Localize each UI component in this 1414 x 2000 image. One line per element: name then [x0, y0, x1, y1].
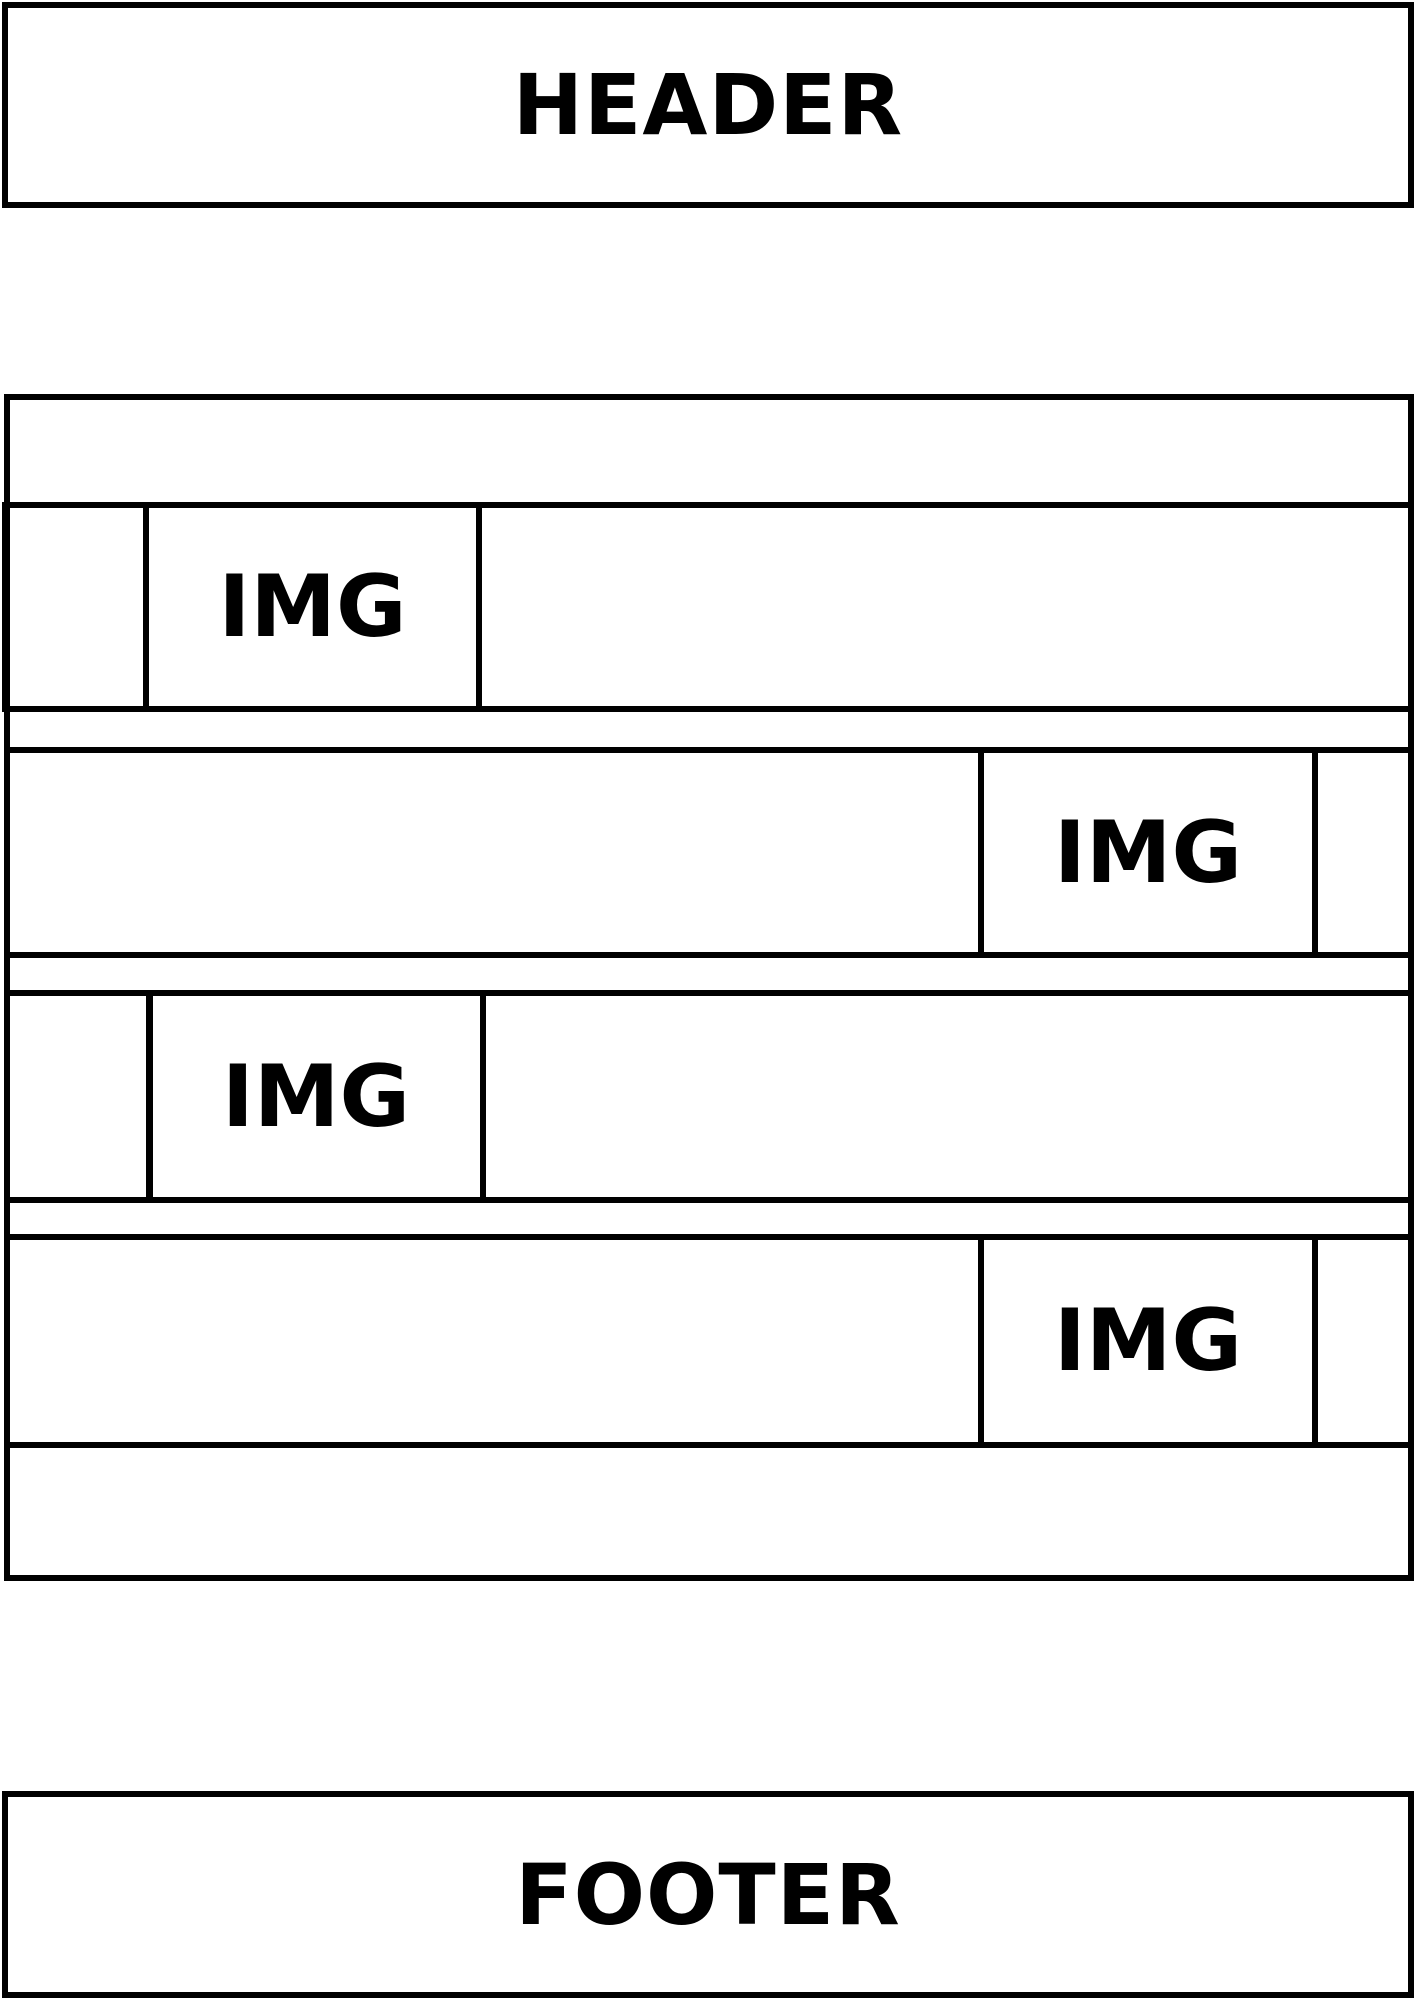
- row-4-image-box: [978, 1234, 1318, 1448]
- row-2: [4, 747, 1414, 958]
- row-1-image-label: IMG: [218, 557, 407, 657]
- row-1-image-box: [143, 502, 482, 712]
- header-box: [2, 2, 1414, 208]
- header-label: HEADER: [512, 56, 904, 154]
- row-3-image-label: IMG: [221, 1046, 411, 1147]
- row-3-image-box: [146, 990, 486, 1203]
- footer-box: [2, 1791, 1414, 1998]
- footer-label: FOOTER: [515, 1845, 901, 1944]
- row-3-left-cell: [4, 990, 153, 1203]
- row-1-left-cell: [2, 502, 149, 712]
- content-container: [4, 394, 1414, 1581]
- row-2-image-label: IMG: [1053, 802, 1243, 903]
- row-4-image-label: IMG: [1053, 1291, 1243, 1391]
- row-2-image-box: [978, 747, 1318, 958]
- row-4: [4, 1234, 1414, 1448]
